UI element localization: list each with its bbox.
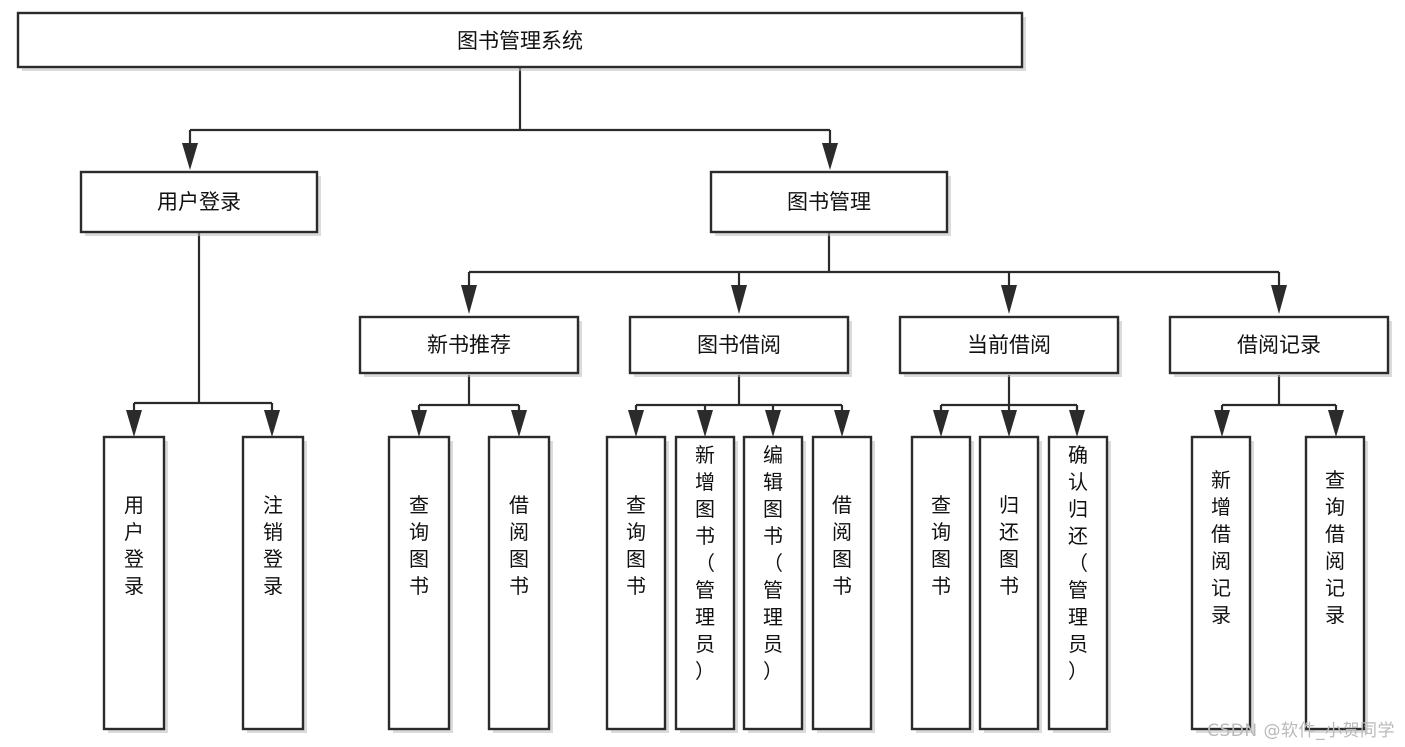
node-new-book-recommend[interactable]: 新书推荐 (358, 315, 582, 377)
node-book-borrow[interactable]: 图书借阅 (628, 315, 852, 377)
arrowhead-leaf-query-book-3 (933, 410, 949, 437)
node-leaf-edit-book[interactable]: 编辑图书（管理员） (742, 435, 806, 733)
node-leaf-return-book[interactable]: 归还图书 (978, 435, 1042, 733)
arrowhead-book-manage (822, 143, 838, 170)
leaf7-label: 借阅图书 (832, 493, 852, 598)
leaf8-rect (910, 435, 972, 731)
bb-label: 图书借阅 (697, 333, 781, 357)
node-user-login[interactable]: 用户登录 (79, 170, 321, 236)
node-leaf-query-book-3[interactable]: 查询图书 (910, 435, 974, 733)
root-label: 图书管理系统 (457, 29, 583, 53)
leaf7-rect (811, 435, 873, 731)
arrowhead-leaf-query-book-2 (628, 410, 644, 437)
leaf5-label: 新增图书（管理员） (695, 443, 715, 683)
book-manage-label: 图书管理 (787, 190, 871, 214)
node-root[interactable]: 图书管理系统 (16, 11, 1026, 71)
br-label: 借阅记录 (1237, 333, 1321, 357)
leaf5-rect (674, 435, 736, 731)
leaf1-rect (241, 435, 305, 731)
node-leaf-confirm-return[interactable]: 确认归还（管理员） (1047, 435, 1111, 733)
cb-label: 当前借阅 (967, 333, 1051, 357)
leaf4-rect (605, 435, 667, 731)
arrowhead-book-borrow (731, 285, 747, 314)
bb-rect (628, 315, 850, 375)
leaf6-rect (742, 435, 804, 731)
arrowhead-user-login (182, 143, 198, 170)
node-book-manage[interactable]: 图书管理 (709, 170, 951, 236)
leaf0-label: 用户登录 (124, 493, 144, 598)
leaf-nodes-layer: 用户登录 注销登录 查询图书 借阅图书 查询图书 (102, 435, 1368, 733)
br-rect (1168, 315, 1390, 375)
leaf9-rect (978, 435, 1040, 731)
user-login-rect (79, 170, 319, 234)
leaf8-label: 查询图书 (931, 493, 951, 598)
leaf12-rect (1304, 435, 1366, 731)
nbr-rect (358, 315, 580, 375)
leaf1-label: 注销登录 (263, 493, 283, 598)
arrowhead-new-book-recommend (461, 285, 477, 314)
arrowhead-leaf-borrow-book-2 (834, 410, 850, 437)
leaf4-label: 查询图书 (626, 493, 646, 598)
node-leaf-query-book-2[interactable]: 查询图书 (605, 435, 669, 733)
leaf9-label: 归还图书 (999, 493, 1019, 598)
arrowhead-leaf-add-book (697, 410, 713, 437)
arrowhead-leaf-query-record (1328, 410, 1344, 437)
arrowhead-leaf-user-logout (264, 410, 280, 437)
book-manage-rect (709, 170, 949, 234)
leaf3-rect (487, 435, 551, 731)
node-leaf-query-record[interactable]: 查询借阅记录 (1304, 435, 1368, 733)
leaf3-label: 借阅图书 (509, 493, 529, 598)
arrowhead-leaf-confirm-return (1069, 410, 1085, 437)
node-current-borrow[interactable]: 当前借阅 (898, 315, 1122, 377)
leaf12-label: 查询借阅记录 (1325, 468, 1345, 627)
leaf0-rect (102, 435, 166, 731)
node-leaf-add-record[interactable]: 新增借阅记录 (1190, 435, 1254, 733)
node-leaf-borrow-book-2[interactable]: 借阅图书 (811, 435, 875, 733)
arrowhead-leaf-return-book (1001, 410, 1017, 437)
arrowhead-leaf-borrow-book-1 (511, 410, 527, 437)
arrowhead-leaf-query-book-1 (411, 410, 427, 437)
leaf10-label: 确认归还（管理员） (1068, 443, 1088, 683)
arrowhead-leaf-edit-book (765, 410, 781, 437)
leaf11-label: 新增借阅记录 (1211, 468, 1231, 627)
arrowhead-leaf-add-record (1214, 410, 1230, 437)
arrowhead-leaf-user-login (126, 410, 142, 437)
nbr-label: 新书推荐 (427, 333, 511, 357)
leaf10-rect (1047, 435, 1109, 731)
arrowhead-borrow-record (1271, 285, 1287, 314)
leaf6-label: 编辑图书（管理员） (763, 443, 783, 683)
node-leaf-add-book[interactable]: 新增图书（管理员） (674, 435, 738, 733)
cb-rect (898, 315, 1120, 375)
node-leaf-user-login[interactable]: 用户登录 (102, 435, 168, 733)
node-borrow-record[interactable]: 借阅记录 (1168, 315, 1392, 377)
leaf2-label: 查询图书 (409, 493, 429, 598)
node-leaf-user-logout[interactable]: 注销登录 (241, 435, 307, 733)
node-leaf-borrow-book-1[interactable]: 借阅图书 (487, 435, 553, 733)
leaf11-rect (1190, 435, 1252, 731)
csdn-watermark: CSDN @软件_小贺同学 (1207, 721, 1395, 741)
user-login-label: 用户登录 (157, 190, 241, 214)
leaf2-rect (387, 435, 451, 731)
connector-layer (126, 67, 1344, 437)
arrowhead-current-borrow (1001, 285, 1017, 314)
root-rect (16, 11, 1024, 69)
node-leaf-query-book-1[interactable]: 查询图书 (387, 435, 453, 733)
